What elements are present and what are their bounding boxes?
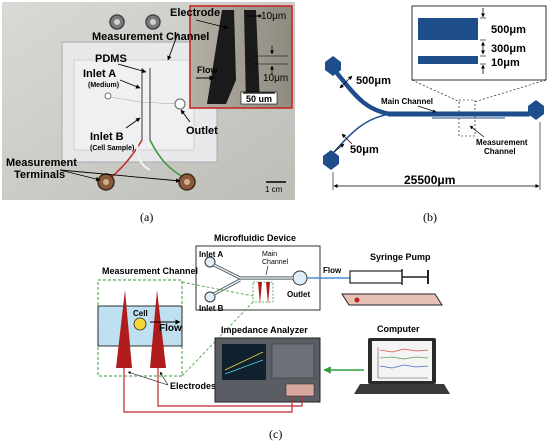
panel-a-label: (a) [140, 210, 153, 224]
syringe-barrel [349, 270, 403, 284]
dim-50-label: 50μm [350, 144, 379, 156]
label-inlet-b-sub: (Cell Sample) [90, 145, 134, 152]
schematic-electrode-left [116, 290, 132, 368]
electrodes-label: Electrodes [170, 381, 216, 391]
analyzer-keypad [271, 343, 315, 379]
device-outlet [292, 270, 308, 286]
main-channel-label: Main Channel [381, 97, 433, 106]
measurement-label-1: Measurement [476, 138, 528, 147]
label-scale: 1 cm [265, 185, 283, 194]
label-electrode: Electrode [170, 7, 220, 19]
label-outlet: Outlet [186, 125, 218, 137]
device-inlet-a-label: Inlet A [199, 250, 223, 259]
dim-500-label: 500μm [491, 24, 526, 36]
outlet-port [174, 98, 186, 110]
schematic-flow-label: Flow [159, 323, 182, 334]
device-title: Microfluidic Device [214, 233, 296, 243]
device-measurement-zone [252, 281, 274, 303]
panel-c-label: (c) [269, 427, 282, 441]
pump-base [341, 293, 443, 306]
inset-electrode-left [207, 10, 236, 104]
label-terminals-1: Measurement [6, 157, 77, 169]
device-main-label-1: Main [262, 251, 277, 258]
inset-scale-bar [240, 91, 278, 105]
panel-b: 500μm 300μm 10μm 500μm 50μm Main Channel… [323, 5, 547, 224]
label-measurement-channel: Measurement Channel [92, 31, 209, 43]
inset-scale-label: 50 um [246, 94, 272, 104]
outlet-hexagon [528, 100, 544, 120]
dim-300-label: 300μm [491, 43, 526, 55]
inlet-b-hexagon [323, 150, 339, 170]
glass-slide [73, 59, 195, 151]
tubing [136, 139, 151, 171]
inset-electrode-right [244, 10, 260, 104]
impedance-analyzer-label: Impedance Analyzer [221, 325, 308, 335]
length-label: 25500μm [404, 173, 455, 187]
cell-label: Cell [133, 309, 148, 318]
red-wire-2 [157, 368, 303, 407]
analyzer-screen [222, 344, 266, 380]
electrode-traces [141, 68, 151, 140]
measurement-label-2: Channel [484, 147, 516, 156]
inset-dim-top-label: 10μm [261, 11, 286, 22]
flow-device-label: Flow [323, 266, 342, 275]
device-inlet-b [204, 291, 216, 303]
zoom-channel-narrow [418, 56, 478, 64]
inset-dim-mid-label: 10μm [263, 73, 288, 84]
panel-a: 10μm 10μm Flow 50 um Electrode Measureme… [2, 2, 295, 224]
label-inlet-b: Inlet B [90, 131, 124, 143]
schematic-electrode-right [150, 290, 166, 368]
panel-b-label: (b) [423, 210, 437, 224]
syringe-pump-label: Syringe Pump [370, 252, 431, 262]
zoom-box [411, 5, 547, 81]
zoom-channel-wide [418, 18, 478, 40]
device-outlet-label: Outlet [287, 290, 310, 299]
cell [133, 317, 147, 331]
panel-c: Microfluidic Device Inlet A Inlet B Main… [97, 233, 450, 441]
inlet-b-channel [333, 113, 391, 153]
inlet-a-hexagon [325, 56, 341, 76]
label-terminals-2: Terminals [14, 169, 65, 181]
label-inlet-a: Inlet A [83, 68, 116, 80]
laptop-base [354, 384, 450, 394]
device-main-label-2: Channel [262, 259, 289, 266]
inset-flow-label: Flow [197, 65, 218, 75]
label-pdms: PDMS [95, 53, 127, 65]
red-wire-1 [123, 368, 293, 413]
label-inlet-a-sub: (Medium) [88, 82, 119, 89]
device-inlet-a [204, 256, 216, 268]
analyzer-port-panel [285, 383, 315, 397]
computer-label: Computer [377, 324, 420, 334]
dim-inlet-label: 500μm [356, 75, 391, 87]
device-inlet-b-label: Inlet B [199, 304, 224, 313]
dim-10-label: 10μm [491, 57, 520, 69]
inlet-a-port [104, 92, 112, 100]
measurement-channel-label: Measurement Channel [102, 266, 198, 276]
